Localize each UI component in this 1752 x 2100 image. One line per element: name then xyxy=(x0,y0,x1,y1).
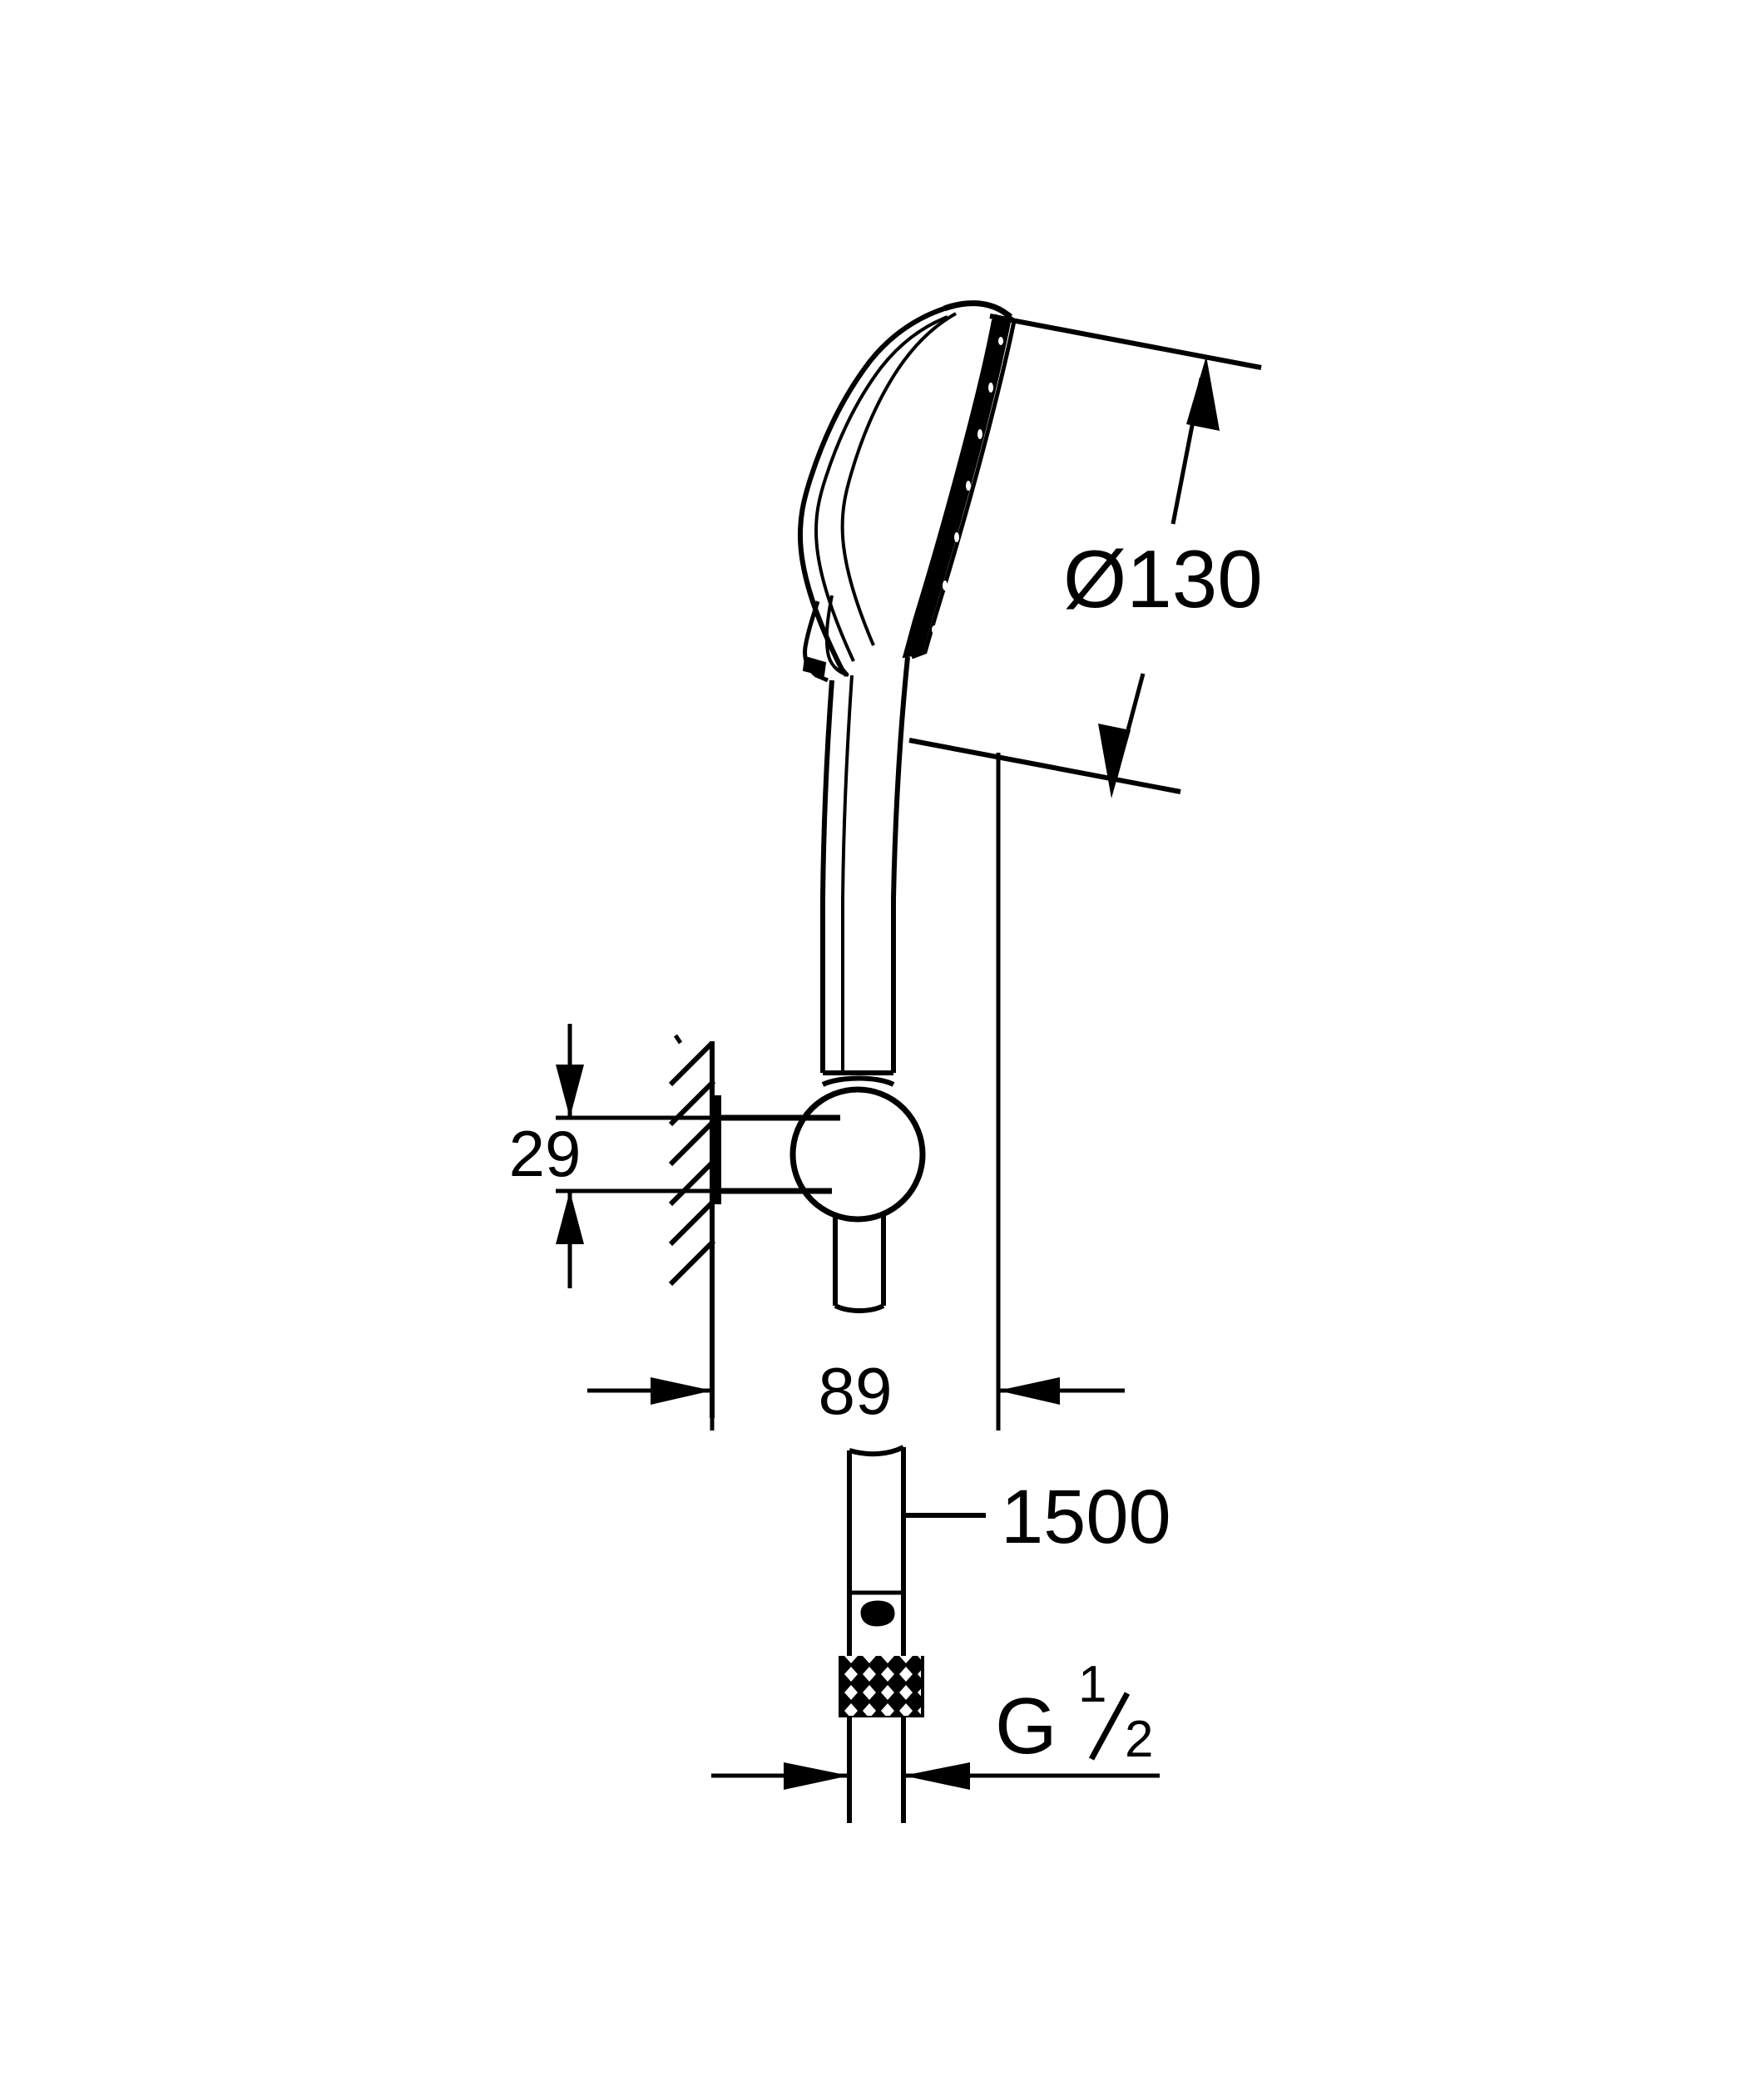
nozzle-texture-speckles xyxy=(932,337,1003,634)
handle-left-edge xyxy=(820,679,834,1073)
dim-89-arrow-right xyxy=(998,1377,1060,1405)
dim-89-arrow-left xyxy=(651,1377,712,1405)
dimension-dia130: Ø130 xyxy=(908,314,1263,798)
dim-29-arrow-bottom xyxy=(556,1191,584,1244)
hose-connector xyxy=(847,1717,906,1823)
dim-g-prefix: G xyxy=(995,1682,1057,1771)
wall-top-tick xyxy=(673,1034,683,1045)
hose-marking-oval xyxy=(860,1600,895,1627)
holder-ring xyxy=(789,1086,926,1223)
dim-dia130-label-group: Ø130 xyxy=(1063,533,1263,625)
handle-inner-line xyxy=(841,674,854,1073)
nozzle-band-notches xyxy=(977,378,1012,538)
shower-hose xyxy=(847,1445,906,1658)
dimension-1500: 1500 xyxy=(903,1475,1171,1559)
outlet-stub-bottom xyxy=(834,1303,885,1313)
dim-g-half-label-group: G 1 2 xyxy=(995,1656,1153,1771)
dim-89-label: 89 xyxy=(819,1354,893,1428)
handle-collar-curve xyxy=(821,1075,895,1087)
knurled-nut xyxy=(839,1656,924,1717)
dim-dia130-label: Ø130 xyxy=(1063,533,1263,625)
handle-right-edge xyxy=(891,656,910,1073)
dim-g-arrow-left xyxy=(784,1762,849,1790)
head-shoulder-inner xyxy=(824,595,849,677)
hose-break-line xyxy=(849,1445,905,1457)
dim-1500-label: 1500 xyxy=(1001,1475,1171,1559)
dim-29-arrow-top xyxy=(556,1065,584,1118)
dim-dia130-arrow-top xyxy=(1186,356,1220,431)
dim-dia130-arrow-bottom xyxy=(1098,724,1131,798)
outlet-stub xyxy=(833,1214,886,1313)
wall-hatching xyxy=(668,1040,716,1287)
head-inner-contour xyxy=(840,312,957,646)
spray-head xyxy=(797,300,1017,683)
dim-g-fraction-slash xyxy=(1088,1692,1131,1761)
dim-g-numerator: 1 xyxy=(1078,1656,1106,1713)
handset-handle xyxy=(820,656,910,1087)
holder-ring-circle xyxy=(789,1086,926,1223)
head-back-highlight xyxy=(814,315,948,662)
dimension-g-half: G 1 2 xyxy=(711,1656,1160,1790)
dim-g-denominator: 2 xyxy=(1125,1711,1153,1768)
dim-g-arrow-right xyxy=(903,1762,970,1790)
spray-nozzle-band xyxy=(902,316,1012,659)
head-top-edge xyxy=(943,300,1013,319)
dim-dia130-ext-top xyxy=(989,314,1262,370)
head-back-contour xyxy=(797,306,945,677)
dim-29-label: 29 xyxy=(509,1117,582,1190)
dimension-89: 89 xyxy=(587,753,1125,1430)
dim-dia130-ext-bottom xyxy=(908,738,1181,794)
knurled-nut-texture xyxy=(842,1656,921,1716)
head-shoulder-tab xyxy=(802,655,827,677)
dimension-29: 29 xyxy=(509,1024,840,1288)
